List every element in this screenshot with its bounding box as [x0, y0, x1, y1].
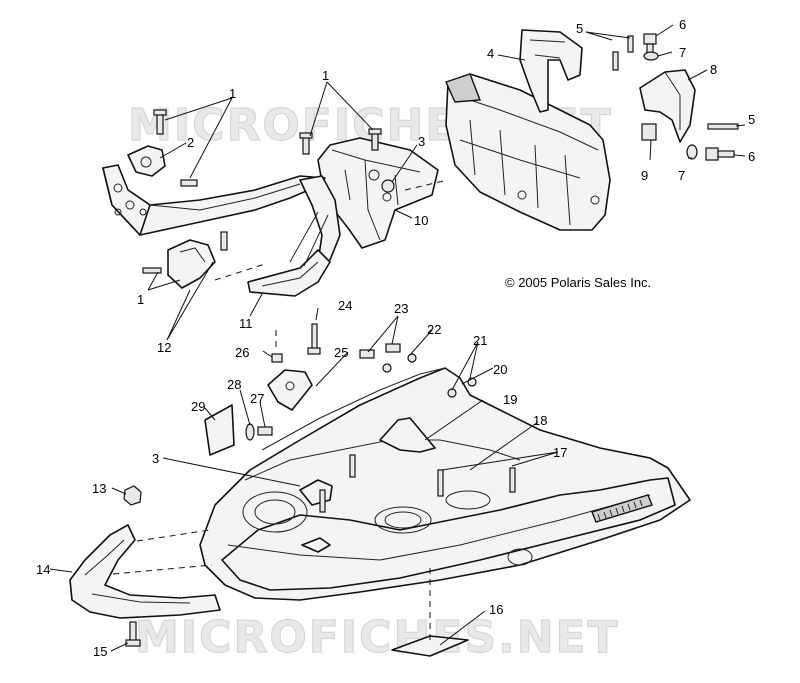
part-number-labels: 1 1 2 3 4 5 6 7 8 5 6 9 7 10 1 12 11 24 …	[36, 17, 755, 659]
copyright-notice: © 2005 Polaris Sales Inc.	[505, 275, 651, 290]
part-label-26: 26	[235, 345, 249, 360]
part-label-2: 2	[187, 135, 194, 150]
part-label-7: 7	[679, 45, 686, 60]
bracket-part-4	[519, 29, 583, 113]
part-label-20: 20	[493, 362, 507, 377]
part-label-6: 6	[748, 149, 755, 164]
front-frame-part	[102, 164, 341, 289]
part-label-3: 3	[418, 134, 425, 149]
belly-pan-part	[199, 367, 691, 601]
part-label-12: 12	[157, 340, 171, 355]
part-label-4: 4	[487, 46, 494, 61]
part-label-16: 16	[489, 602, 503, 617]
part-label-24: 24	[338, 298, 352, 313]
part-label-3: 3	[152, 451, 159, 466]
part-label-28: 28	[227, 377, 241, 392]
part-label-5: 5	[576, 21, 583, 36]
hardware-bolts	[142, 33, 739, 274]
part-label-18: 18	[533, 413, 547, 428]
bracket-part-2	[127, 145, 166, 177]
part-label-27: 27	[250, 391, 264, 406]
part-label-29: 29	[191, 399, 205, 414]
lower-strut-part	[247, 211, 331, 297]
part-label-1: 1	[229, 86, 236, 101]
bracket-part-25	[267, 369, 313, 411]
part-label-21: 21	[473, 333, 487, 348]
leader-lines	[49, 24, 746, 652]
watermark-bottom: MICROFICHES.NET	[135, 612, 620, 663]
part-label-6: 6	[679, 17, 686, 32]
part-label-13: 13	[92, 481, 106, 496]
part-label-7: 7	[678, 168, 685, 183]
pad-part-16	[391, 635, 469, 657]
part-label-5: 5	[748, 112, 755, 127]
part-label-15: 15	[93, 644, 107, 659]
front-bumper-part	[69, 524, 221, 619]
part-label-14: 14	[36, 562, 50, 577]
part-label-23: 23	[394, 301, 408, 316]
part-label-11: 11	[239, 316, 253, 331]
part-label-25: 25	[334, 345, 348, 360]
small-hardware-lower	[123, 323, 516, 647]
part-label-1: 1	[322, 68, 329, 83]
part-label-10: 10	[414, 213, 428, 228]
part-label-22: 22	[427, 322, 441, 337]
part-label-8: 8	[710, 62, 717, 77]
part-label-1: 1	[137, 292, 144, 307]
part-label-19: 19	[503, 392, 517, 407]
part-label-17: 17	[553, 445, 567, 460]
part-label-9: 9	[641, 168, 648, 183]
alignment-lines	[112, 179, 449, 640]
bracket-part-8	[639, 69, 696, 143]
plate-part-29	[204, 404, 235, 456]
rear-frame-part	[445, 73, 611, 231]
